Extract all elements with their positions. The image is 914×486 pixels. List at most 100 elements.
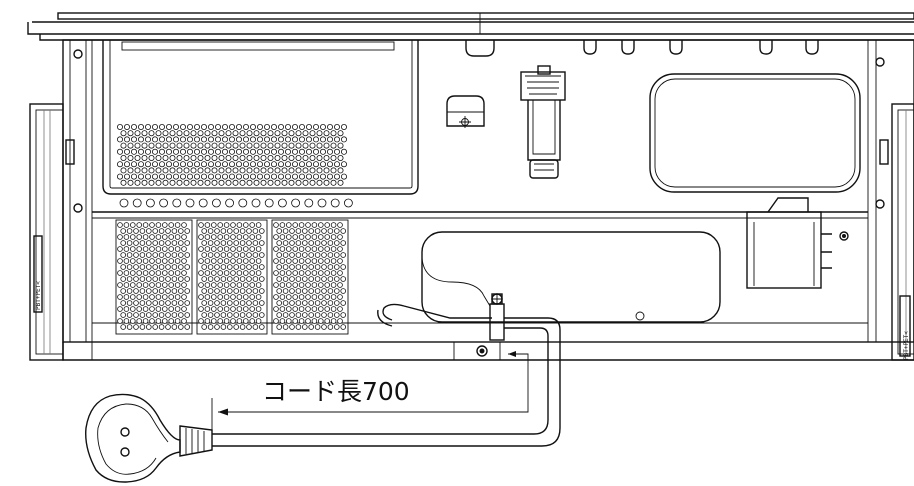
vent-hole [255, 270, 262, 276]
vent-hole [246, 252, 252, 258]
vent-hole [276, 252, 283, 258]
vent-hole [162, 179, 169, 186]
vent-hole [178, 300, 184, 306]
vent-hole [207, 173, 214, 180]
vent-hole [176, 130, 183, 137]
vent-hole [301, 312, 308, 318]
vent-hole [178, 276, 184, 282]
vent-hole [136, 222, 143, 228]
vent-hole [214, 161, 221, 168]
vent-hole [227, 228, 233, 234]
vent-hole [230, 222, 236, 228]
vent-hole [274, 130, 281, 137]
vent-hole [273, 282, 279, 288]
vent-hole [168, 306, 175, 312]
vent-hole [282, 288, 289, 294]
vent-hole [316, 167, 323, 174]
vent-hole [330, 179, 337, 186]
vent-hole [232, 130, 239, 137]
vent-hole [305, 161, 312, 168]
vent-hole [218, 167, 225, 174]
vent-hole [281, 142, 288, 149]
vent-hole [258, 240, 265, 246]
vent-hole [142, 294, 149, 300]
vent-circle [159, 198, 169, 208]
vent-hole [316, 179, 323, 186]
vent-hole [155, 270, 162, 276]
vent-hole [168, 318, 175, 324]
vent-hole [305, 124, 312, 131]
vent-hole [152, 300, 159, 306]
vent-hole [120, 154, 127, 161]
vent-hole [190, 179, 197, 186]
vent-hole [120, 240, 126, 246]
vent-hole [211, 179, 218, 186]
vent-hole [298, 173, 305, 180]
vent-hole [263, 136, 270, 143]
vent-hole [274, 179, 281, 186]
vent-hole [218, 154, 225, 161]
vent-hole [263, 173, 270, 180]
vent-hole [316, 142, 323, 149]
vent-hole [298, 136, 305, 143]
vent-hole [305, 246, 311, 252]
vent-hole [302, 130, 309, 137]
vent-hole [298, 148, 305, 155]
vent-hole [255, 246, 262, 252]
vent-hole [256, 161, 263, 168]
vent-hole [117, 124, 124, 131]
vent-hole [204, 167, 211, 174]
vent-hole [200, 173, 207, 180]
vent-hole [221, 173, 228, 180]
vent-hole [217, 270, 224, 276]
vent-hole [214, 312, 220, 318]
vent-hole [305, 318, 311, 324]
vent-hole [324, 282, 331, 288]
vent-hole [282, 324, 289, 330]
vent-hole [312, 148, 319, 155]
vent-hole [155, 258, 162, 264]
vent-hole [233, 264, 240, 270]
vent-hole [124, 136, 131, 143]
vent-hole [165, 264, 171, 270]
vent-hole [193, 136, 200, 143]
vent-hole [253, 167, 260, 174]
vent-hole [136, 246, 143, 252]
vent-hole [198, 246, 204, 252]
vent-hole [249, 306, 256, 312]
vent-hole [253, 130, 260, 137]
vent-hole [184, 240, 191, 246]
vent-hole [279, 318, 286, 324]
vent-hole [289, 312, 295, 318]
vent-hole [169, 179, 176, 186]
vent-hole [123, 258, 130, 264]
vent-hole [211, 142, 218, 149]
vent-hole [301, 324, 308, 330]
vent-hole [123, 294, 130, 300]
vent-hole [149, 318, 155, 324]
vent-hole [133, 252, 139, 258]
vent-hole [295, 240, 302, 246]
vent-hole [282, 276, 289, 282]
vent-hole [246, 179, 253, 186]
vent-hole [207, 264, 214, 270]
vent-hole [321, 264, 327, 270]
vent-hole [295, 300, 302, 306]
vent-hole [333, 276, 340, 282]
vent-hole [337, 282, 343, 288]
vent-hole [130, 222, 136, 228]
vent-hole [168, 282, 175, 288]
vent-hole [179, 161, 186, 168]
vent-hole [246, 142, 253, 149]
vent-hole [324, 318, 331, 324]
vent-hole [285, 246, 292, 252]
vent-hole [292, 258, 299, 264]
vent-hole [333, 161, 340, 168]
vent-hole [146, 264, 152, 270]
vent-hole [228, 148, 235, 155]
vent-hole [155, 246, 162, 252]
vent-hole [243, 270, 249, 276]
vent-hole [255, 282, 262, 288]
vent-hole [239, 276, 246, 282]
